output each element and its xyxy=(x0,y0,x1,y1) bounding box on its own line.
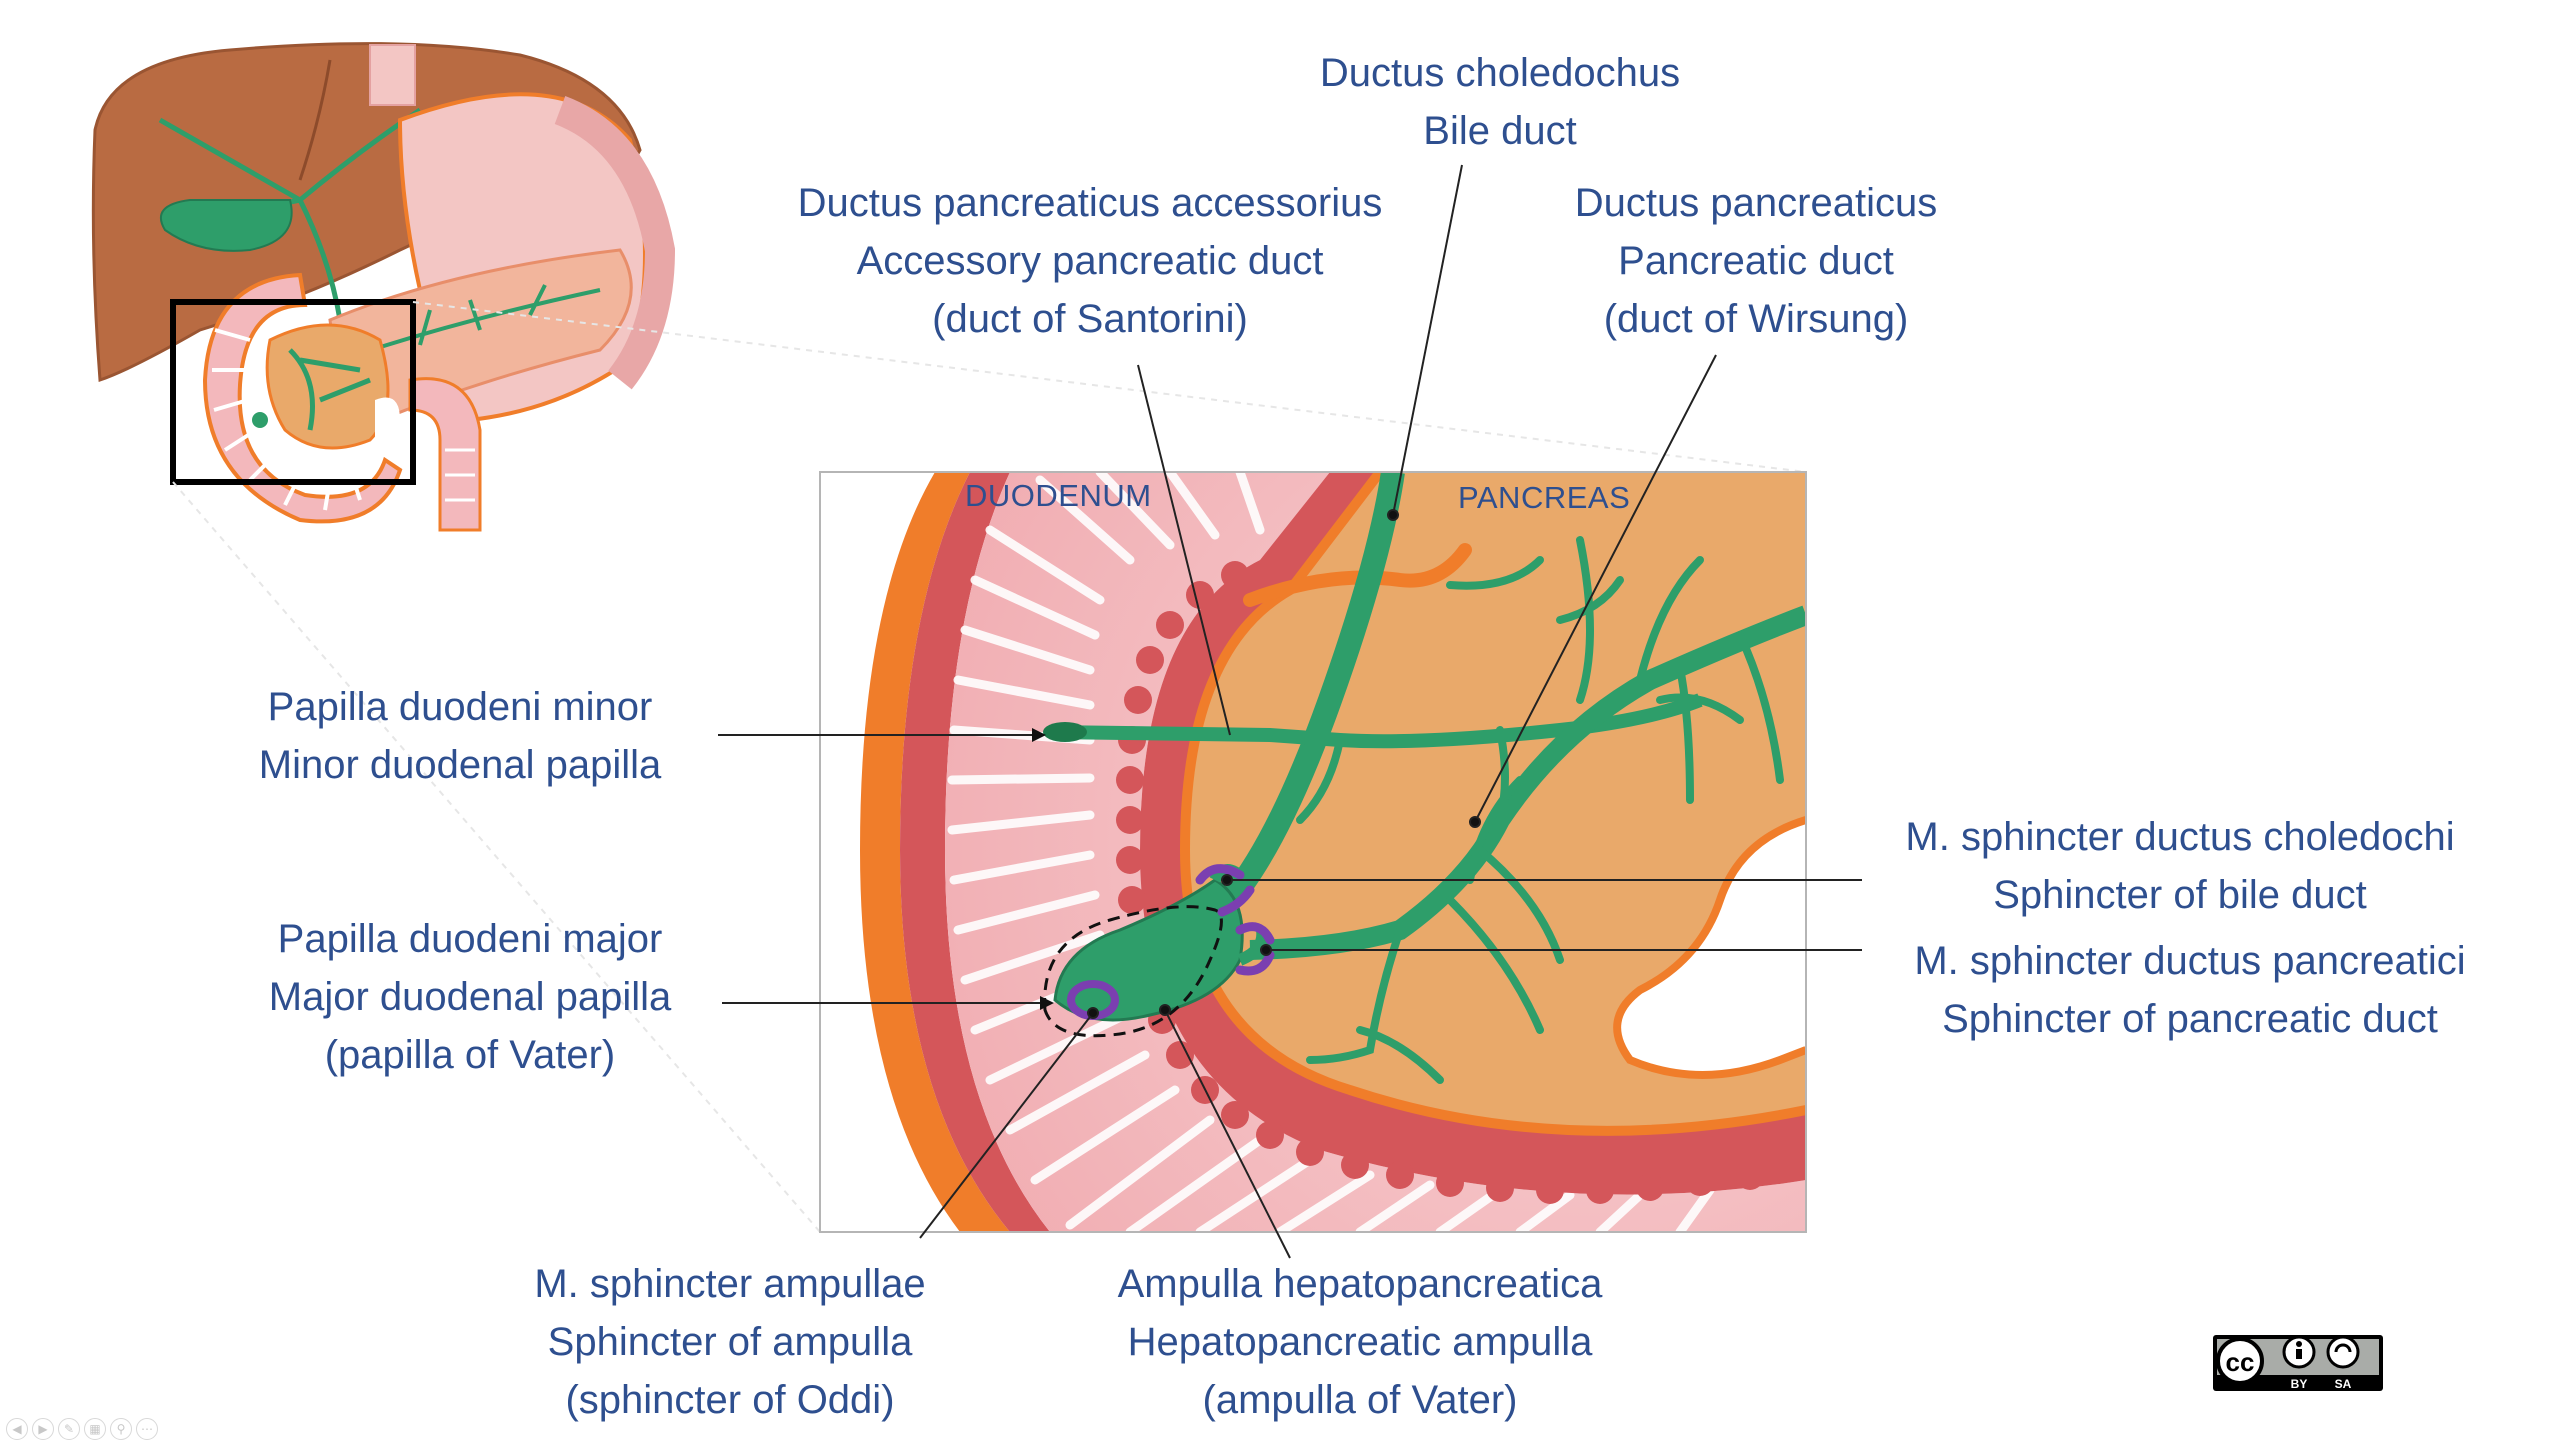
label-line: M. sphincter ampullae xyxy=(534,1262,926,1306)
label-line: Accessory pancreatic duct xyxy=(856,239,1324,283)
label-line: Major duodenal papilla xyxy=(268,975,672,1019)
pen-icon[interactable]: ✎ xyxy=(58,1418,80,1440)
zoom-icon[interactable]: ⚲ xyxy=(110,1418,132,1440)
label-line: Minor duodenal papilla xyxy=(258,743,662,787)
slides-icon[interactable]: ▦ xyxy=(84,1418,106,1440)
attribution-icon xyxy=(2296,1341,2302,1347)
sa-text: SA xyxy=(2335,1377,2352,1391)
cc-license-badge: cc BY SA xyxy=(2213,1335,2383,1391)
more-icon[interactable]: ⋯ xyxy=(136,1418,158,1440)
label-line: M. sphincter ductus pancreatici xyxy=(1914,939,2466,983)
label-line: (sphincter of Oddi) xyxy=(565,1378,895,1422)
label-line: Ductus pancreaticus accessorius xyxy=(797,181,1383,225)
label-sphincter-pancreatici: M. sphincter ductus pancreatici Sphincte… xyxy=(1850,932,2530,1048)
label-papilla-major: Papilla duodeni major Major duodenal pap… xyxy=(210,910,730,1084)
label-ampulla-hepatopancreatica: Ampulla hepatopancreatica Hepatopancreat… xyxy=(1070,1255,1650,1429)
label-line: Hepatopancreatic ampulla xyxy=(1127,1320,1593,1364)
by-text: BY xyxy=(2291,1377,2308,1391)
label-line: (duct of Santorini) xyxy=(932,297,1248,341)
duodenum-overview xyxy=(202,272,403,524)
ampulla-outline xyxy=(1043,905,1223,1038)
zoom-box xyxy=(170,299,416,485)
label-line: (duct of Wirsung) xyxy=(1603,297,1909,341)
accessory-duct xyxy=(1049,693,1703,749)
bile-duct xyxy=(1220,472,1405,908)
detail-illustration xyxy=(820,472,1806,1232)
presentation-toolbar: ◀ ▶ ✎ ▦ ⚲ ⋯ xyxy=(6,1418,158,1440)
label-papilla-minor: Papilla duodeni minor Minor duodenal pap… xyxy=(200,678,720,794)
share-alike-icon xyxy=(2334,1343,2352,1353)
overview-illustration xyxy=(91,42,1807,1233)
label-line: Sphincter of pancreatic duct xyxy=(1942,997,2438,1041)
label-line: Bile duct xyxy=(1423,109,1577,153)
detail-frame xyxy=(819,471,1807,1233)
label-line: Papilla duodeni major xyxy=(277,917,663,961)
pancreatic-duct-sphincter xyxy=(1235,922,1275,945)
label-line: Ductus choledochus xyxy=(1319,51,1681,95)
label-line: Ductus pancreaticus xyxy=(1574,181,1938,225)
label-line: Pancreatic duct xyxy=(1618,239,1894,283)
label-sphincter-ampullae: M. sphincter ampullae Sphincter of ampul… xyxy=(470,1255,990,1429)
label-sphincter-choledochi: M. sphincter ductus choledochi Sphincter… xyxy=(1850,808,2510,924)
leader-lines xyxy=(718,164,1862,1259)
label-ductus-pancreaticus-accessorius: Ductus pancreaticus accessorius Accessor… xyxy=(740,174,1440,348)
cc-text: cc xyxy=(2226,1347,2255,1377)
gallbladder-shape xyxy=(159,199,293,252)
label-line: Ampulla hepatopancreatica xyxy=(1117,1262,1603,1306)
label-line: (papilla of Vater) xyxy=(324,1033,616,1077)
region-label-pancreas: PANCREAS xyxy=(1458,480,1631,515)
label-line: M. sphincter ductus choledochi xyxy=(1905,815,2455,859)
minor-papilla xyxy=(1043,722,1087,742)
region-label-duodenum: DUODENUM xyxy=(965,478,1152,513)
label-line: (ampulla of Vater) xyxy=(1202,1378,1518,1422)
previous-icon[interactable]: ◀ xyxy=(6,1418,28,1440)
next-icon[interactable]: ▶ xyxy=(32,1418,54,1440)
label-line: Papilla duodeni minor xyxy=(267,685,653,729)
label-line: Sphincter of ampulla xyxy=(547,1320,913,1364)
bile-duct-sphincter xyxy=(1195,864,1245,885)
label-ductus-choledochus: Ductus choledochus Bile duct xyxy=(1250,44,1750,160)
label-ductus-pancreaticus: Ductus pancreaticus Pancreatic duct (duc… xyxy=(1506,174,2006,348)
label-line: Sphincter of bile duct xyxy=(1993,873,2367,917)
